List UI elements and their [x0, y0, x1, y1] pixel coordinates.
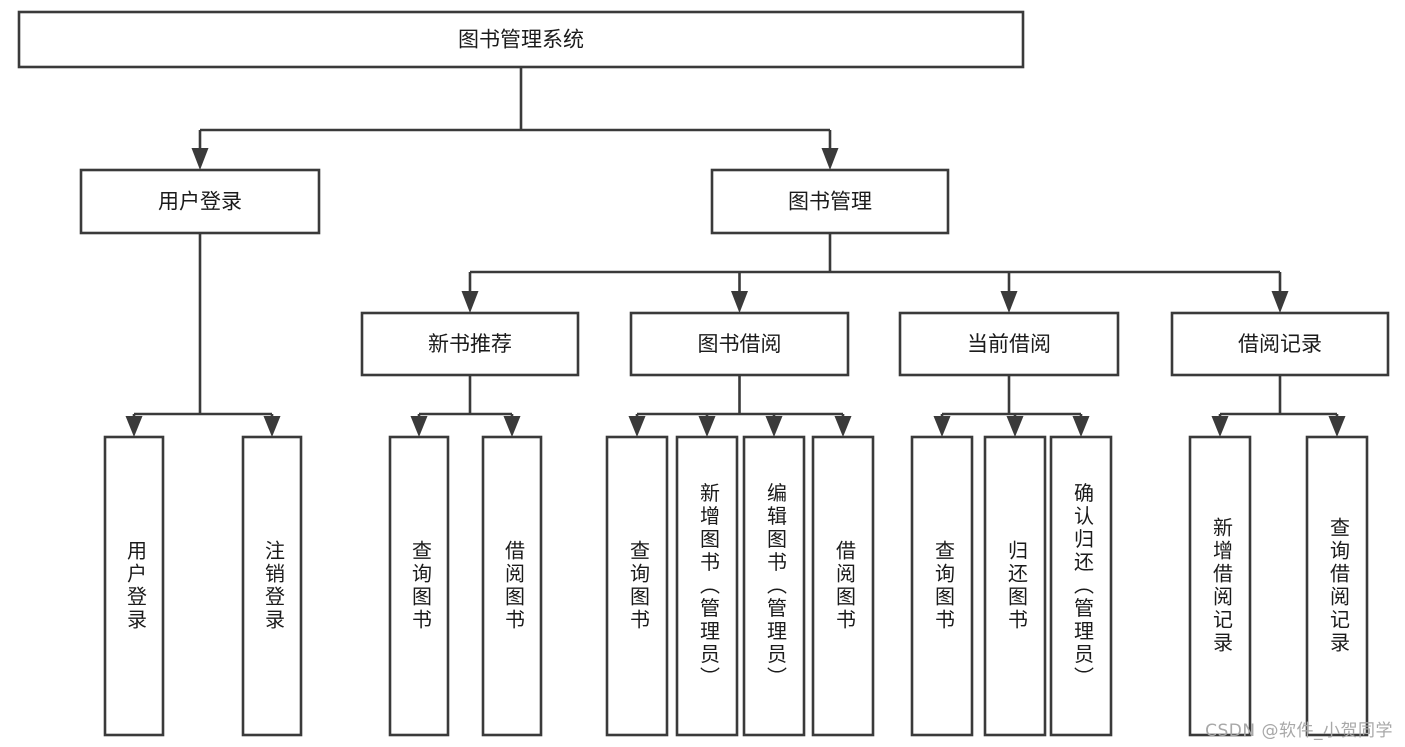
node-leaf-book_borrow-3-label: 借阅图书 — [833, 540, 857, 632]
arrow-down-icon-new_book_recommend-1 — [503, 416, 521, 437]
node-leaf-current_borrow-1-box[interactable] — [983, 435, 1047, 737]
node-leaf-user_login-0-box[interactable] — [103, 435, 165, 737]
node-leaf-book_borrow-1-box[interactable] — [675, 435, 739, 737]
arrow-down-icon-level2-1 — [821, 148, 839, 170]
arrow-down-icon-level3-0 — [461, 291, 479, 313]
node-level3-1-label: 图书借阅 — [698, 332, 782, 356]
node-level2-0-box[interactable] — [79, 168, 321, 235]
arrow-down-icon-level3-1 — [731, 291, 748, 313]
node-leaf-current_borrow-2-box[interactable] — [1049, 435, 1113, 737]
node-root-system-box[interactable] — [17, 10, 1025, 69]
arrow-down-icon-current_borrow-1 — [1006, 416, 1024, 437]
node-level3-0-label: 新书推荐 — [428, 332, 512, 356]
node-leaf-book_borrow-2[interactable]: 编辑图书（管理员） — [742, 435, 806, 737]
node-level2-0[interactable]: 用户登录 — [79, 168, 321, 235]
node-level3-2[interactable]: 当前借阅 — [898, 311, 1120, 377]
arrow-down-icon-level3-3 — [1271, 291, 1289, 313]
node-leaf-new_book_recommend-0-box[interactable] — [388, 435, 450, 737]
arrow-down-icon-current_borrow-0 — [933, 416, 951, 437]
node-leaf-current_borrow-2-label: 确认归还（管理员） — [1071, 482, 1095, 689]
node-level3-0[interactable]: 新书推荐 — [360, 311, 580, 377]
arrow-down-icon-current_borrow-2 — [1072, 416, 1090, 437]
node-leaf-current_borrow-2[interactable]: 确认归还（管理员） — [1049, 435, 1113, 737]
node-leaf-borrow_record-1-label: 查询借阅记录 — [1327, 517, 1351, 655]
node-level3-1[interactable]: 图书借阅 — [629, 311, 850, 377]
node-root-system-label: 图书管理系统 — [458, 28, 584, 52]
node-leaf-new_book_recommend-1-label: 借阅图书 — [502, 540, 526, 632]
node-leaf-current_borrow-1-label: 归还图书 — [1005, 540, 1029, 632]
node-level3-3-box[interactable] — [1170, 311, 1390, 377]
node-level3-2-label: 当前借阅 — [967, 332, 1051, 356]
node-layer: 图书管理系统用户登录图书管理新书推荐图书借阅当前借阅借阅记录用户登录注销登录查询… — [17, 10, 1390, 737]
node-leaf-user_login-1[interactable]: 注销登录 — [241, 435, 303, 737]
connector-layer — [125, 67, 1346, 437]
node-level3-0-box[interactable] — [360, 311, 580, 377]
node-leaf-user_login-0[interactable]: 用户登录 — [103, 435, 165, 737]
arrow-down-icon-book_borrow-1 — [698, 416, 716, 437]
node-leaf-current_borrow-0[interactable]: 查询图书 — [910, 435, 974, 737]
node-leaf-current_borrow-0-box[interactable] — [910, 435, 974, 737]
node-leaf-book_borrow-3-box[interactable] — [811, 435, 875, 737]
node-leaf-new_book_recommend-0[interactable]: 查询图书 — [388, 435, 450, 737]
arrow-down-icon-level3-2 — [1000, 291, 1018, 313]
node-level2-1-label: 图书管理 — [788, 190, 872, 214]
node-leaf-borrow_record-1-box[interactable] — [1305, 435, 1369, 737]
node-root-system[interactable]: 图书管理系统 — [17, 10, 1025, 69]
node-leaf-book_borrow-0-label: 查询图书 — [627, 540, 651, 632]
node-level2-1-box[interactable] — [710, 168, 950, 235]
node-leaf-borrow_record-0-box[interactable] — [1188, 435, 1252, 737]
node-leaf-book_borrow-2-label: 编辑图书（管理员） — [764, 482, 788, 689]
arrow-down-icon-borrow_record-1 — [1328, 416, 1346, 437]
node-leaf-book_borrow-2-box[interactable] — [742, 435, 806, 737]
node-leaf-borrow_record-0-label: 新增借阅记录 — [1210, 517, 1234, 655]
arrow-down-icon-new_book_recommend-0 — [410, 416, 428, 437]
node-leaf-book_borrow-0[interactable]: 查询图书 — [605, 435, 669, 737]
node-level3-3-label: 借阅记录 — [1238, 332, 1322, 356]
node-leaf-book_borrow-1[interactable]: 新增图书（管理员） — [675, 435, 739, 737]
node-leaf-book_borrow-3[interactable]: 借阅图书 — [811, 435, 875, 737]
node-leaf-book_borrow-1-label: 新增图书（管理员） — [697, 482, 721, 689]
node-level2-0-label: 用户登录 — [158, 190, 242, 214]
arrow-down-icon-book_borrow-3 — [834, 416, 852, 437]
node-leaf-current_borrow-1[interactable]: 归还图书 — [983, 435, 1047, 737]
node-leaf-current_borrow-0-label: 查询图书 — [932, 540, 956, 632]
node-leaf-new_book_recommend-1[interactable]: 借阅图书 — [481, 435, 543, 737]
arrow-down-icon-level2-0 — [191, 148, 209, 170]
node-leaf-user_login-1-box[interactable] — [241, 435, 303, 737]
node-leaf-new_book_recommend-0-label: 查询图书 — [409, 540, 433, 632]
node-leaf-user_login-0-label: 用户登录 — [124, 540, 148, 632]
node-level3-3[interactable]: 借阅记录 — [1170, 311, 1390, 377]
node-leaf-new_book_recommend-1-box[interactable] — [481, 435, 543, 737]
arrow-down-icon-book_borrow-2 — [765, 416, 783, 437]
arrow-down-icon-borrow_record-0 — [1211, 416, 1229, 437]
node-leaf-book_borrow-0-box[interactable] — [605, 435, 669, 737]
arrow-down-icon-book_borrow-0 — [628, 416, 646, 437]
node-level2-1[interactable]: 图书管理 — [710, 168, 950, 235]
node-level3-2-box[interactable] — [898, 311, 1120, 377]
node-leaf-user_login-1-label: 注销登录 — [262, 540, 286, 632]
arrow-down-icon-user_login-1 — [263, 416, 281, 437]
arrow-down-icon-user_login-0 — [125, 416, 143, 437]
node-leaf-borrow_record-0[interactable]: 新增借阅记录 — [1188, 435, 1252, 737]
node-leaf-borrow_record-1[interactable]: 查询借阅记录 — [1305, 435, 1369, 737]
node-level3-1-box[interactable] — [629, 311, 850, 377]
